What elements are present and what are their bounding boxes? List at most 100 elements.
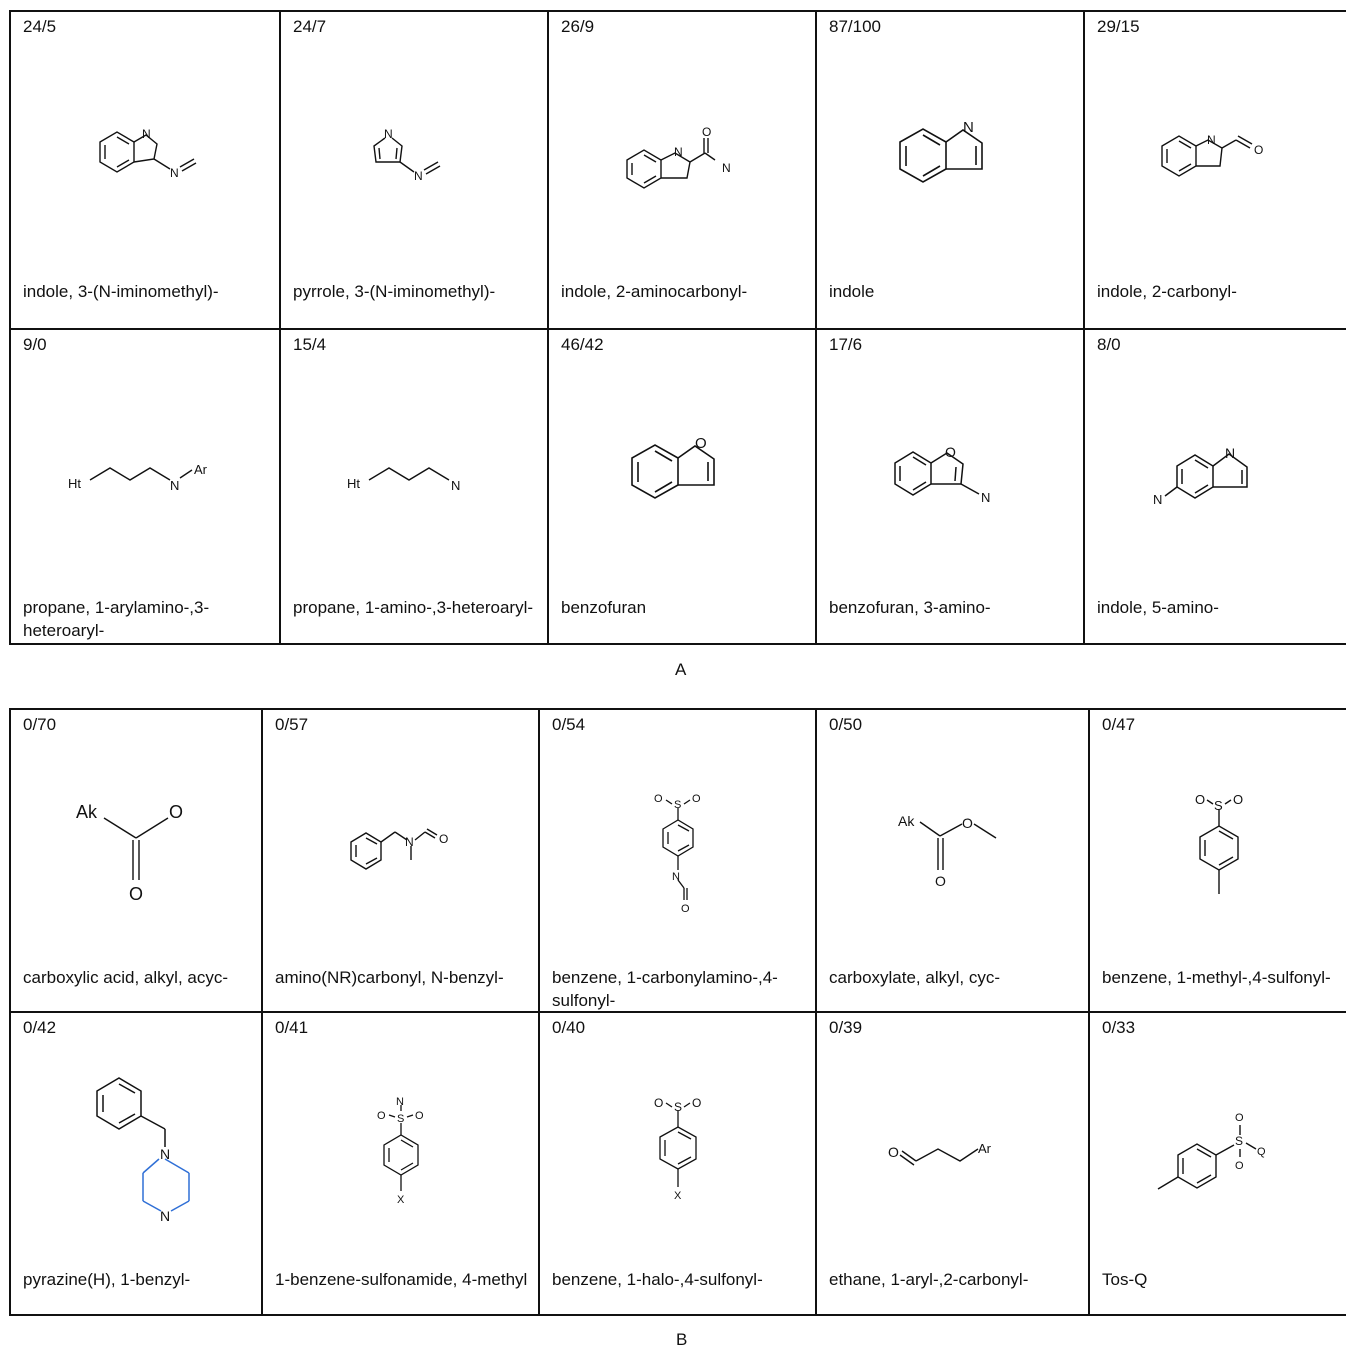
- fragment-name: benzofuran: [561, 598, 647, 617]
- atom-label: O: [1235, 1160, 1244, 1172]
- fragment-count: 0/57: [275, 715, 309, 734]
- atom-label: S: [674, 1100, 682, 1114]
- fragment-name: pyrazine(H), 1-benzyl-: [23, 1270, 191, 1289]
- molecule-structure: Ht N: [281, 450, 547, 500]
- molecule-structure: N N: [11, 122, 279, 192]
- fragment-count: 24/5: [23, 17, 57, 36]
- fragment-cell: 0/50 Ak O O carboxylate, alkyl, cyc-: [815, 710, 1088, 1011]
- atom-label: N: [963, 119, 974, 136]
- fragment-count: 8/0: [1097, 335, 1121, 354]
- panel-a: 24/5 N N indole, 3-(N-iminomethyl)- 24/7: [9, 10, 1346, 645]
- atom-label: N: [384, 127, 393, 141]
- fragment-cell: 15/4 Ht N propane, 1-amino-,3-heteroaryl…: [279, 330, 547, 645]
- molecule-structure: O S O N O: [540, 788, 815, 918]
- molecule-structure: N O: [263, 818, 538, 888]
- fragment-cell: 0/33 O S O Q Tos-Q: [1088, 1013, 1346, 1316]
- atom-label: X: [397, 1194, 405, 1206]
- fragment-name: indole, 5-amino-: [1097, 598, 1219, 617]
- fragment-count: 46/42: [561, 335, 604, 354]
- atom-label: O: [1195, 792, 1205, 807]
- molecule-structure: N O N: [549, 120, 815, 195]
- atom-label: N: [170, 478, 179, 493]
- atom-label: Ak: [76, 802, 98, 822]
- molecule-structure: Ht N Ar: [11, 450, 279, 500]
- fragment-name: indole, 2-aminocarbonyl-: [561, 282, 748, 301]
- molecule-structure: N O S O X: [263, 1091, 538, 1221]
- panel-a-caption: A: [675, 660, 687, 679]
- fragment-name: pyrrole, 3-(N-iminomethyl)-: [293, 282, 496, 301]
- atom-label: O: [1233, 792, 1243, 807]
- atom-label: N: [674, 145, 683, 159]
- atom-label: O: [169, 802, 183, 822]
- molecule-structure: O Ar: [817, 1131, 1088, 1181]
- atom-label: Ar: [194, 462, 208, 477]
- fragment-name: benzene, 1-halo-,4-sulfonyl-: [552, 1270, 763, 1289]
- fragment-cell: 0/40 O S O X benzene, 1-halo-,4-sulfonyl…: [538, 1013, 815, 1316]
- panel-b-row-1: 0/70 Ak O O carboxylic acid, alkyl, acyc…: [11, 710, 1346, 1011]
- atom-label: S: [674, 799, 681, 811]
- fragment-name: carboxylic acid, alkyl, acyc-: [23, 968, 229, 987]
- atom-label: N: [672, 871, 680, 883]
- fragment-cell: 46/42 O benzofuran: [547, 330, 815, 645]
- atom-label: O: [415, 1110, 424, 1122]
- atom-label: O: [962, 815, 973, 831]
- atom-label: Ak: [898, 813, 915, 829]
- fragment-count: 0/39: [829, 1018, 863, 1037]
- fragment-count: 0/70: [23, 715, 57, 734]
- atom-label: N: [160, 1208, 170, 1224]
- panel-b: 0/70 Ak O O carboxylic acid, alkyl, acyc…: [9, 708, 1346, 1316]
- molecule-structure: O S O X: [540, 1089, 815, 1219]
- atom-label: O: [439, 832, 448, 846]
- fragment-count: 0/50: [829, 715, 863, 734]
- fragment-count: 15/4: [293, 335, 327, 354]
- molecule-structure: N N: [281, 122, 547, 192]
- fragment-count: 9/0: [23, 335, 47, 354]
- atom-label: O: [129, 884, 143, 904]
- fragment-cell: 26/9 N O N indole, 2-aminocarbonyl-: [547, 12, 815, 328]
- fragment-name: carboxylate, alkyl, cyc-: [829, 968, 1000, 987]
- atom-label: O: [695, 435, 707, 452]
- molecule-structure: N N: [1085, 440, 1346, 515]
- row-divider: [11, 1011, 1346, 1013]
- atom-label: Ht: [347, 476, 360, 491]
- atom-label: O: [888, 1144, 899, 1160]
- fragment-count: 0/40: [552, 1018, 586, 1037]
- fragment-count: 0/33: [1102, 1018, 1136, 1037]
- atom-label: O: [935, 873, 946, 889]
- panel-a-row-1: 24/5 N N indole, 3-(N-iminomethyl)- 24/7: [11, 12, 1346, 328]
- fragment-cell: 0/47 O S O benzene, 1-methyl-,4-sulfonyl…: [1088, 710, 1346, 1011]
- atom-label: S: [1235, 1134, 1243, 1148]
- panel-a-row-2: 9/0 Ht N Ar propane, 1-arylamino-,3-hete…: [11, 330, 1346, 645]
- atom-label: Ht: [68, 476, 81, 491]
- molecule-structure: Ak O O: [817, 806, 1088, 896]
- atom-label: N: [396, 1096, 404, 1108]
- atom-label: N: [170, 166, 179, 180]
- fragment-cell: 0/42 N N: [11, 1013, 261, 1316]
- fragment-cell: 9/0 Ht N Ar propane, 1-arylamino-,3-hete…: [11, 330, 279, 645]
- fragment-count: 87/100: [829, 17, 881, 36]
- molecule-structure: Ak O O: [11, 790, 261, 910]
- atom-label: O: [681, 903, 690, 915]
- atom-label: O: [654, 1096, 663, 1110]
- molecule-structure: N O: [1085, 124, 1346, 189]
- fragment-count: 0/41: [275, 1018, 309, 1037]
- molecule-structure: O: [549, 428, 815, 513]
- fragment-name: amino(NR)carbonyl, N-benzyl-: [275, 968, 504, 987]
- atom-label: Ar: [978, 1141, 992, 1156]
- fragment-name: benzofuran, 3-amino-: [829, 598, 991, 617]
- fragment-cell: 0/70 Ak O O carboxylic acid, alkyl, acyc…: [11, 710, 261, 1011]
- atom-label: O: [702, 125, 711, 139]
- atom-label: O: [692, 1096, 701, 1110]
- fragment-cell: 24/5 N N indole, 3-(N-iminomethyl)-: [11, 12, 279, 328]
- atom-label: N: [414, 169, 423, 183]
- fragment-cell: 0/41 N O S O X 1-benzene-sulfonamide, 4-…: [261, 1013, 538, 1316]
- fragment-name: Tos-Q: [1102, 1270, 1148, 1289]
- atom-label: O: [1235, 1112, 1244, 1124]
- molecule-structure: N N: [11, 1071, 261, 1241]
- atom-label: S: [397, 1113, 404, 1125]
- atom-label: O: [1254, 143, 1263, 157]
- fragment-name: propane, 1-arylamino-,3-heteroaryl-: [23, 598, 210, 640]
- molecule-structure: O S O Q: [1090, 1105, 1346, 1200]
- atom-label: N: [142, 127, 151, 141]
- fragment-cell: 0/39 O Ar ethane, 1-aryl-,2-carbonyl-: [815, 1013, 1088, 1316]
